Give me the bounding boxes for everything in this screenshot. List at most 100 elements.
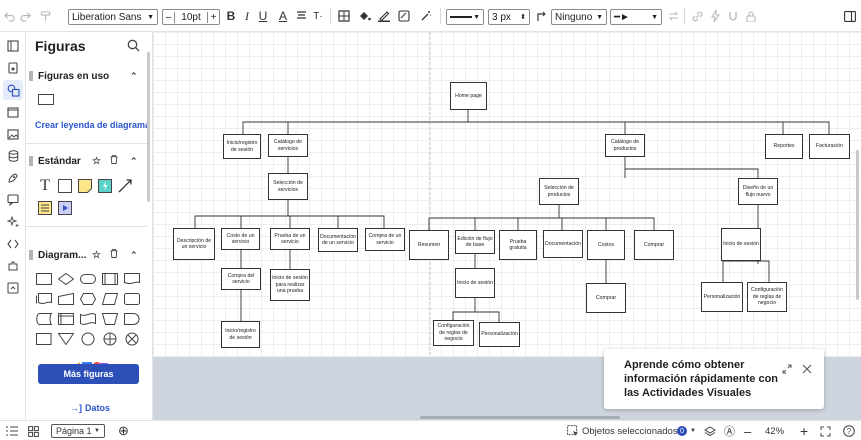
list-view-icon[interactable] [6, 421, 18, 440]
code-icon[interactable] [3, 234, 23, 254]
diagram-node[interactable]: Inicio de sesión para realizar una prueb… [270, 269, 310, 301]
merge-shape-icon[interactable] [57, 330, 75, 348]
diagram-node[interactable]: Descripción de un servicio [173, 228, 215, 260]
block-shape-icon[interactable] [56, 177, 74, 195]
data-linking-icon[interactable] [3, 278, 23, 298]
diagram-node[interactable]: Resumen [409, 230, 449, 260]
display-shape-icon[interactable] [35, 330, 53, 348]
line-width-select[interactable]: 3 px ⬍ [488, 9, 530, 25]
internal-storage-shape-icon[interactable] [57, 310, 75, 328]
document-shape-icon[interactable] [123, 270, 141, 288]
drag-handle-icon[interactable] [29, 71, 33, 81]
diagram-node[interactable]: Prueba gratuita [499, 230, 537, 260]
panel-scrollbar[interactable] [147, 52, 150, 202]
diagram-node[interactable]: Selección de servicios [268, 173, 308, 200]
diagram-node[interactable]: Costos [587, 230, 625, 260]
or-shape-icon[interactable] [101, 330, 119, 348]
card-shape-icon[interactable] [123, 290, 141, 308]
diagram-node[interactable]: Reportes [765, 134, 803, 159]
preparation-shape-icon[interactable] [79, 290, 97, 308]
chevron-up-icon[interactable]: ⌃ [130, 249, 138, 260]
integrations-icon[interactable] [3, 256, 23, 276]
font-size-stepper[interactable]: – 10pt + [162, 9, 220, 25]
process-shape-icon[interactable] [35, 270, 53, 288]
diagram-node[interactable]: Documentación [543, 230, 583, 258]
diagram-node[interactable]: Configuración de reglas de negocio [433, 320, 474, 346]
fill-color-icon[interactable] [356, 0, 372, 32]
chevron-up-icon[interactable]: ⌃ [130, 155, 138, 166]
create-legend-link[interactable]: Crear leyenda de diagrama [35, 120, 151, 130]
help-icon[interactable]: ? [843, 421, 855, 440]
decrease-icon[interactable]: – [163, 11, 175, 23]
terminator-shape-icon[interactable] [79, 270, 97, 288]
diagram-node[interactable]: Personalización [479, 322, 520, 347]
bold-button[interactable]: B [226, 9, 236, 23]
page-tab[interactable]: Página 1 ▼ [51, 424, 105, 438]
trash-icon[interactable] [110, 249, 118, 261]
undo-icon[interactable] [2, 0, 16, 32]
chevron-down-icon[interactable]: ▼ [94, 428, 100, 434]
zoom-out-icon[interactable]: – [744, 423, 752, 439]
diagram-node[interactable]: Diseño de un flujo nuevo [738, 178, 778, 205]
lightning-icon[interactable] [708, 0, 722, 32]
connector-shape-icon[interactable] [79, 330, 97, 348]
drag-handle-icon[interactable] [29, 250, 33, 260]
manual-operation-shape-icon[interactable] [101, 310, 119, 328]
horizontal-scrollbar[interactable] [420, 416, 620, 419]
fit-to-screen-icon[interactable] [820, 421, 831, 440]
connector-elbow-icon[interactable] [534, 0, 548, 32]
expand-icon[interactable] [782, 361, 792, 379]
document-icon[interactable] [3, 58, 23, 78]
punched-tape-shape-icon[interactable] [79, 310, 97, 328]
diagram-node[interactable]: Catálogo de productos [605, 134, 645, 157]
text-options-icon[interactable]: T· [313, 10, 323, 22]
rectangle-shape-icon[interactable] [37, 90, 55, 108]
image-icon[interactable] [3, 124, 23, 144]
italic-button[interactable]: I [245, 8, 249, 23]
diagram-node[interactable]: Comprar [634, 230, 674, 260]
text-align-icon[interactable] [294, 0, 308, 32]
magnet-icon[interactable] [726, 0, 740, 32]
diagram-node[interactable]: Documentación de un servicio [318, 228, 358, 252]
rocket-icon[interactable] [3, 168, 23, 188]
decision-shape-icon[interactable] [57, 270, 75, 288]
line-style-select[interactable]: ▼ [446, 9, 484, 25]
increase-icon[interactable]: + [207, 11, 219, 23]
diagram-library-header[interactable]: Diagram... ☆ ⌃ [26, 245, 147, 265]
diagram-node[interactable]: Prueba de un servicio [270, 228, 310, 250]
line-end-select[interactable]: ━► ▼ [610, 9, 662, 25]
diagram-node[interactable]: Inicio/registro de sesión [223, 134, 261, 159]
diagram-node[interactable]: Inicio de sesión [455, 268, 495, 298]
frame-icon[interactable] [3, 102, 23, 122]
drag-handle-icon[interactable] [29, 156, 33, 166]
line-start-select[interactable]: Ninguno ▼ [551, 9, 607, 25]
font-family-select[interactable]: Liberation Sans ▼ [68, 9, 158, 25]
format-painter-icon[interactable] [36, 0, 54, 32]
multi-document-shape-icon[interactable] [35, 290, 53, 308]
border-grid-icon[interactable] [336, 0, 352, 32]
summing-junction-shape-icon[interactable] [123, 330, 141, 348]
diagram-node[interactable]: Configuración de reglas de negocio [747, 282, 787, 312]
add-page-icon[interactable]: ⊕ [118, 423, 129, 438]
diagram-node[interactable]: Compra de un servicio [365, 228, 405, 251]
link-icon[interactable] [690, 0, 704, 32]
redo-icon[interactable] [18, 0, 32, 32]
pages-panel-icon[interactable] [3, 36, 23, 56]
chevron-down-icon[interactable]: ▼ [690, 428, 696, 434]
text-color-button[interactable]: A [278, 9, 287, 23]
text-shape-icon[interactable]: T [40, 177, 50, 194]
manual-input-shape-icon[interactable] [57, 290, 75, 308]
data-link[interactable]: →]Datos [70, 403, 110, 413]
diagram-node[interactable]: Edición de flujo de base [455, 230, 495, 254]
diagram-node[interactable]: Personalización [701, 282, 743, 312]
diagram-node[interactable]: Comprar [586, 283, 626, 313]
database-icon[interactable] [3, 146, 23, 166]
shapes-library-icon[interactable] [3, 80, 23, 100]
magic-wand-icon[interactable] [418, 0, 434, 32]
delay-shape-icon[interactable] [123, 310, 141, 328]
zoom-level[interactable]: 42% [765, 425, 785, 437]
diagram-node[interactable]: Home page [450, 82, 487, 110]
diagram-node[interactable]: Facturación [809, 134, 850, 159]
lock-icon[interactable] [744, 0, 758, 32]
standard-library-header[interactable]: Estándar ☆ ⌃ [26, 151, 147, 171]
